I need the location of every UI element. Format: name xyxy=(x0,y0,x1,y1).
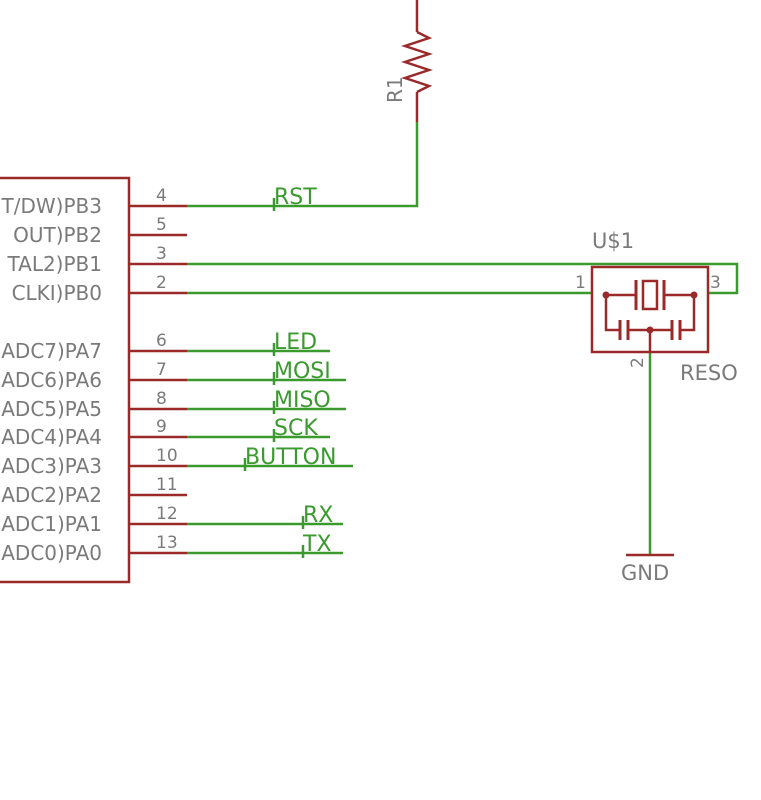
mcu-pin-number: 9 xyxy=(156,417,167,437)
resonator-u1: U$1 RESO 1 3 2 xyxy=(575,229,738,385)
mcu-pin-row: ADC1)PA1 12 xyxy=(1,504,187,536)
mcu-pin-row: ADC3)PA3 10 xyxy=(1,446,187,478)
mcu-pin-number: 7 xyxy=(156,360,167,380)
mcu-pin-number: 13 xyxy=(156,533,178,553)
crystal-element xyxy=(641,279,659,311)
mcu-pin-row: ADC6)PA6 7 xyxy=(1,360,187,392)
resistor-name: R1 xyxy=(383,76,407,103)
resonator-name: U$1 xyxy=(592,229,634,253)
mcu-pin-row: ADC4)PA4 9 xyxy=(1,417,187,449)
mcu-pin-number: 11 xyxy=(156,475,178,495)
resistor-zigzag xyxy=(401,30,433,94)
resonator-pin3-number: 3 xyxy=(710,273,721,293)
ground-symbol: GND xyxy=(621,553,674,585)
mcu-pin-label: ADC4)PA4 xyxy=(1,425,102,449)
cap-lead-right xyxy=(680,295,696,332)
mcu-pin-label: ADC7)PA7 xyxy=(1,339,102,363)
mcu-pin-label: T/DW)PB3 xyxy=(1,194,102,218)
mcu-pin-row: T/DW)PB3 4 xyxy=(1,186,187,218)
wire-rst-to-r1 xyxy=(187,122,419,208)
mcu-pin-number: 4 xyxy=(156,186,167,206)
mcu-pin-row: OUT)PB2 5 xyxy=(13,215,187,247)
mcu-pin-row: ADC2)PA2 11 xyxy=(1,475,187,507)
mcu-pin-row: ADC0)PA0 13 xyxy=(1,533,187,565)
mcu-pin-number: 6 xyxy=(156,331,167,351)
mcu-pin-label: ADC2)PA2 xyxy=(1,483,102,507)
net-label-led: LED xyxy=(274,330,317,355)
mcu-pin-row: TAL2)PB1 3 xyxy=(6,244,187,276)
cap-lead-left xyxy=(604,295,620,332)
resonator-pin2-number: 2 xyxy=(628,357,648,368)
mcu-pin-row: CLKI)PB0 2 xyxy=(12,273,187,305)
mcu-pin-label: ADC6)PA6 xyxy=(1,368,102,392)
mcu-pin-number: 3 xyxy=(156,244,167,264)
net-label-sck: SCK xyxy=(274,416,318,441)
net-label-miso: MISO xyxy=(274,388,331,413)
mcu-pin-number: 2 xyxy=(156,273,167,293)
mcu-pin-row: ADC7)PA7 6 xyxy=(1,331,187,363)
wires xyxy=(187,122,739,555)
net-label-button: BUTTON xyxy=(245,445,336,470)
net-label-rx: RX xyxy=(303,503,333,528)
net-labels: RST LED MOSI MISO SCK BUTTON RX TX xyxy=(187,185,353,558)
ground-label: GND xyxy=(621,561,669,585)
mcu-pin-number: 12 xyxy=(156,504,178,524)
mcu-pin-label: ADC0)PA0 xyxy=(1,541,102,565)
resistor-r1: R1 xyxy=(383,0,433,122)
net-label-mosi: MOSI xyxy=(274,359,331,384)
mcu-pin-number: 8 xyxy=(156,389,167,409)
net-label-tx: TX xyxy=(302,532,332,557)
mcu-pin-label: ADC5)PA5 xyxy=(1,397,102,421)
wire-pb1-to-resonator-pin3 xyxy=(187,262,739,295)
mcu-pin-label: OUT)PB2 xyxy=(13,223,102,247)
mcu-pin-number: 10 xyxy=(156,446,178,466)
resonator-value: RESO xyxy=(680,361,738,385)
mcu-pin-label: ADC3)PA3 xyxy=(1,454,102,478)
mcu-pin-number: 5 xyxy=(156,215,167,235)
net-label-rst: RST xyxy=(274,185,317,210)
mcu-pin-label: ADC1)PA1 xyxy=(1,512,102,536)
mcu-pin-label: CLKI)PB0 xyxy=(12,281,102,305)
mcu-pin-row: ADC5)PA5 8 xyxy=(1,389,187,421)
mcu-pin-label: TAL2)PB1 xyxy=(6,252,102,276)
resonator-pin1-number: 1 xyxy=(575,273,586,293)
